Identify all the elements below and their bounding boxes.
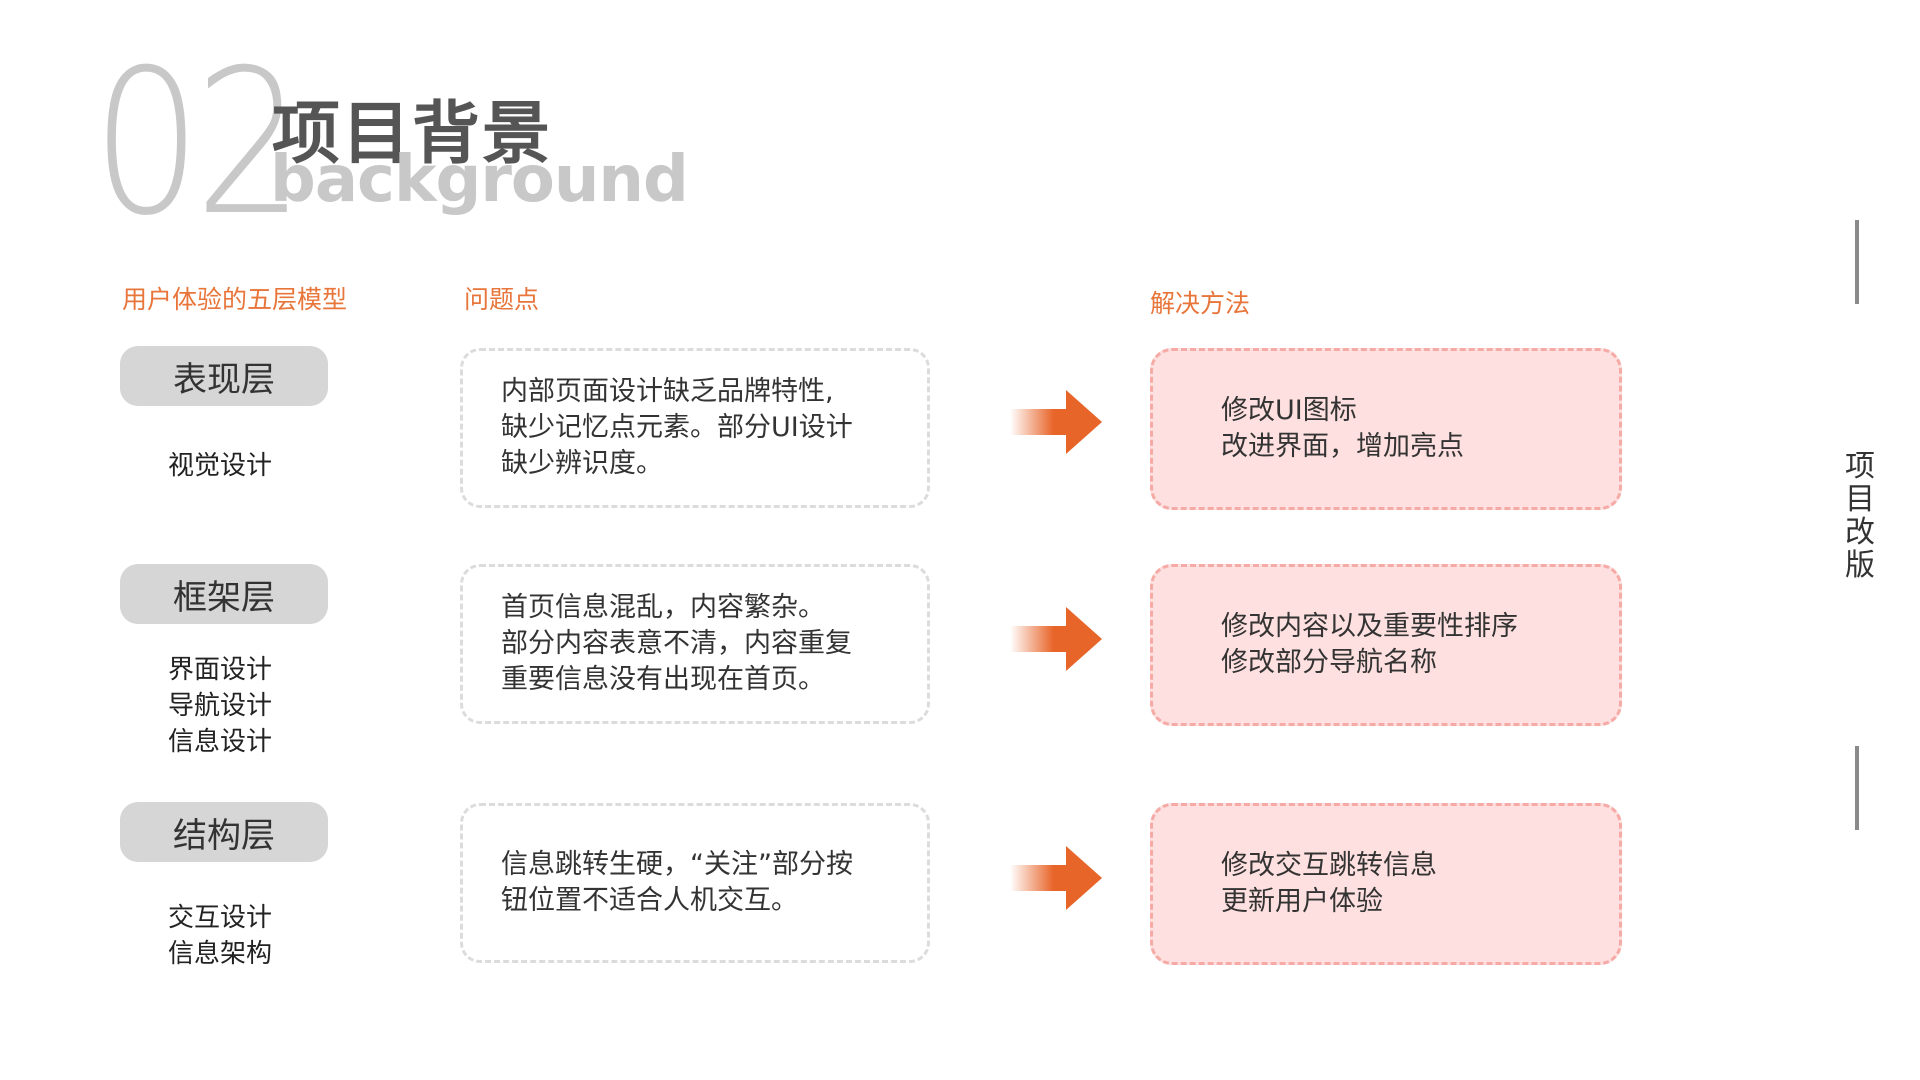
subitem: 信息设计 (168, 727, 273, 757)
problem-box: 内部页面设计缺乏品牌特性, 缺少记忆点元素。部分UI设计 缺少辨识度。 (460, 348, 930, 508)
layer-pill-structure: 结构层 (120, 802, 328, 862)
problem-line: 首页信息混乱，内容繁杂。 (501, 592, 825, 623)
layer-pill-framework: 框架层 (120, 564, 328, 624)
subitem: 交互设计 (168, 903, 273, 933)
problem-line: 部分内容表意不清，内容重复 (501, 628, 852, 659)
problem-box: 信息跳转生硬，“关注”部分按 钮位置不适合人机交互。 (460, 803, 930, 963)
problem-line: 缺少记忆点元素。部分UI设计 (501, 412, 853, 443)
problem-line: 重要信息没有出现在首页。 (501, 664, 825, 695)
section-title-en: background (270, 143, 689, 217)
solution-box: 修改交互跳转信息 更新用户体验 (1150, 803, 1622, 965)
solution-box: 修改UI图标 改进界面，增加亮点 (1150, 348, 1622, 510)
solution-line: 修改UI图标 (1221, 395, 1357, 426)
solution-line: 更新用户体验 (1221, 886, 1383, 917)
solution-box: 修改内容以及重要性排序 修改部分导航名称 (1150, 564, 1622, 726)
problem-line: 内部页面设计缺乏品牌特性, (501, 376, 834, 407)
divider-top (1855, 220, 1859, 304)
solution-line: 改进界面，增加亮点 (1221, 431, 1464, 462)
divider-bottom (1855, 746, 1859, 830)
section-number: 02 (92, 27, 304, 260)
layer-subitems-structure: 交互设计 信息架构 (168, 900, 272, 972)
section-title-cn: 项目背景 (272, 95, 553, 174)
layer-subitems-presentation: 视觉设计 (168, 448, 272, 484)
problem-line: 缺少辨识度。 (501, 448, 663, 479)
subitem: 界面设计 (168, 655, 273, 685)
solution-line: 修改内容以及重要性排序 (1221, 611, 1518, 642)
problem-line: 信息跳转生硬，“关注”部分按 (501, 849, 853, 880)
column-header-model: 用户体验的五层模型 (122, 285, 348, 314)
arrow-right-icon (1010, 846, 1102, 910)
subitem: 信息架构 (168, 939, 273, 969)
column-header-solutions: 解决方法 (1150, 289, 1251, 318)
solution-line: 修改部分导航名称 (1221, 647, 1437, 678)
arrow-right-icon (1010, 607, 1102, 671)
problem-box: 首页信息混乱，内容繁杂。 部分内容表意不清，内容重复 重要信息没有出现在首页。 (460, 564, 930, 724)
problem-line: 钮位置不适合人机交互。 (501, 885, 798, 916)
layer-pill-presentation: 表现层 (120, 346, 328, 406)
side-label: 项目改版 (1845, 449, 1875, 583)
subitem: 导航设计 (168, 691, 273, 721)
layer-subitems-framework: 界面设计 导航设计 信息设计 (168, 652, 272, 760)
solution-line: 修改交互跳转信息 (1221, 850, 1437, 881)
arrow-right-icon (1010, 390, 1102, 454)
column-header-problems: 问题点 (464, 285, 540, 314)
subitem: 视觉设计 (168, 451, 273, 481)
